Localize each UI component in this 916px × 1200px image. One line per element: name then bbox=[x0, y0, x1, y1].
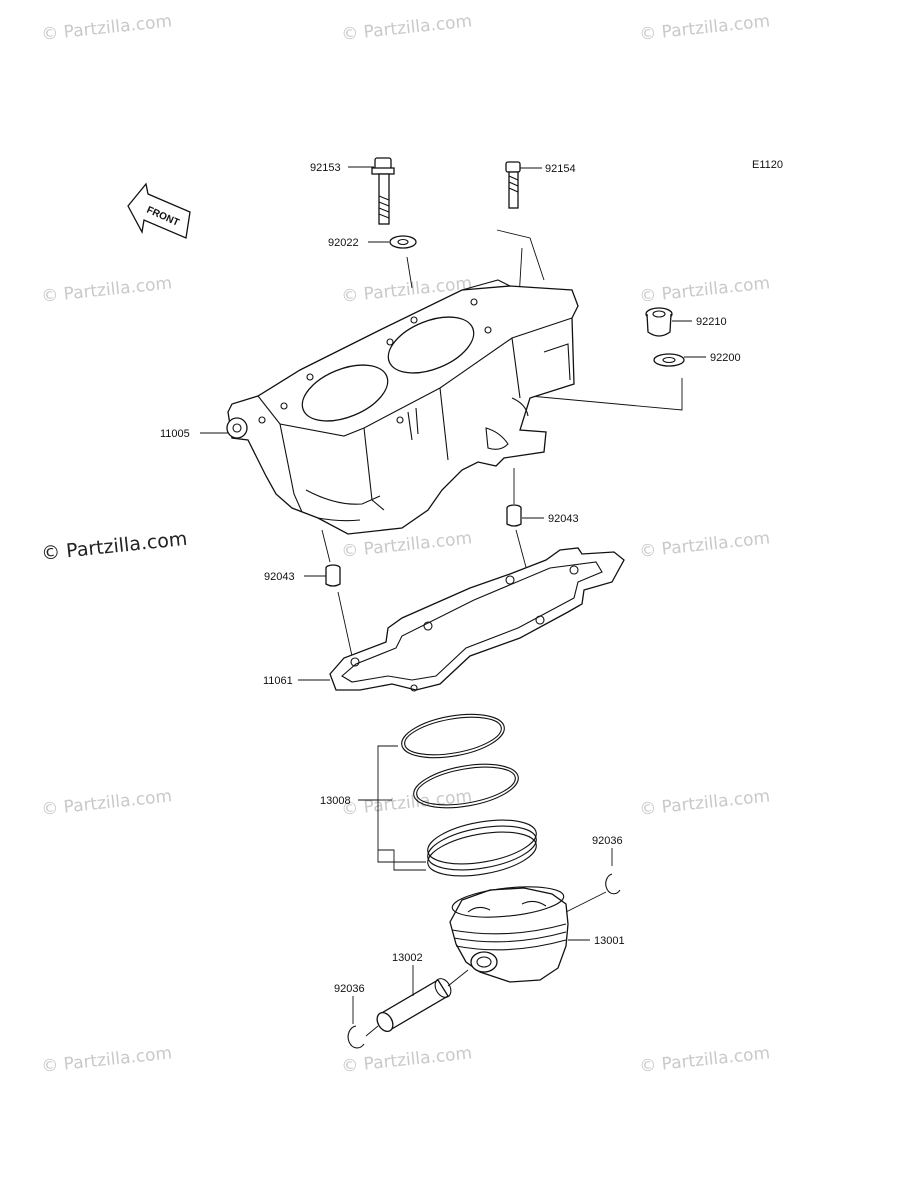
watermark: © Partzilla.com bbox=[638, 786, 771, 820]
label-13008: 13008 bbox=[320, 795, 351, 807]
watermark-main: © Partzilla.com bbox=[40, 528, 188, 565]
watermark: © Partzilla.com bbox=[340, 528, 473, 562]
label-11061: 11061 bbox=[263, 675, 293, 687]
label-92154: 92154 bbox=[545, 163, 576, 175]
dowel-pin-92043-left-icon bbox=[325, 564, 341, 587]
circlip-92036-left-icon bbox=[347, 1025, 365, 1049]
label-92153: 92153 bbox=[310, 162, 341, 174]
front-arrow-icon: FRONT bbox=[127, 182, 191, 239]
diagram-code: E1120 bbox=[752, 159, 783, 171]
washer-92200-icon bbox=[653, 353, 685, 367]
damper-92210-icon bbox=[645, 307, 673, 337]
watermark: © Partzilla.com bbox=[638, 528, 771, 562]
label-13001: 13001 bbox=[594, 935, 625, 947]
washer-92022-icon bbox=[389, 235, 417, 249]
label-92036-left: 92036 bbox=[334, 983, 365, 995]
piston-pin-13002-icon bbox=[376, 978, 452, 1032]
watermark: © Partzilla.com bbox=[40, 1043, 173, 1077]
watermark: © Partzilla.com bbox=[40, 273, 173, 307]
watermark: © Partzilla.com bbox=[638, 11, 771, 45]
circlip-92036-right-icon bbox=[605, 873, 621, 895]
bolt-92153-icon bbox=[371, 157, 395, 225]
label-92022: 92022 bbox=[328, 237, 359, 249]
watermark: © Partzilla.com bbox=[638, 273, 771, 307]
watermark: © Partzilla.com bbox=[40, 11, 173, 45]
gasket-11061-icon bbox=[329, 547, 625, 692]
piston-rings-13008-icon bbox=[401, 713, 537, 877]
label-11005: 11005 bbox=[160, 428, 190, 440]
label-92043-right: 92043 bbox=[548, 513, 579, 525]
watermark: © Partzilla.com bbox=[340, 1043, 473, 1077]
watermark: © Partzilla.com bbox=[638, 1043, 771, 1077]
label-92043-left: 92043 bbox=[264, 571, 295, 583]
watermark: © Partzilla.com bbox=[40, 786, 173, 820]
label-92200: 92200 bbox=[710, 352, 741, 364]
watermark: © Partzilla.com bbox=[340, 11, 473, 45]
watermark: © Partzilla.com bbox=[340, 786, 473, 820]
label-92210: 92210 bbox=[696, 316, 727, 328]
piston-13001-icon bbox=[449, 886, 569, 983]
watermarks: © Partzilla.com © Partzilla.com © Partzi… bbox=[40, 11, 771, 1077]
label-13002: 13002 bbox=[392, 952, 423, 964]
dowel-pin-92043-right-icon bbox=[506, 504, 522, 527]
bolt-92154-icon bbox=[505, 161, 521, 209]
label-92036-right: 92036 bbox=[592, 835, 623, 847]
cylinder-block-11005-icon bbox=[226, 279, 579, 535]
